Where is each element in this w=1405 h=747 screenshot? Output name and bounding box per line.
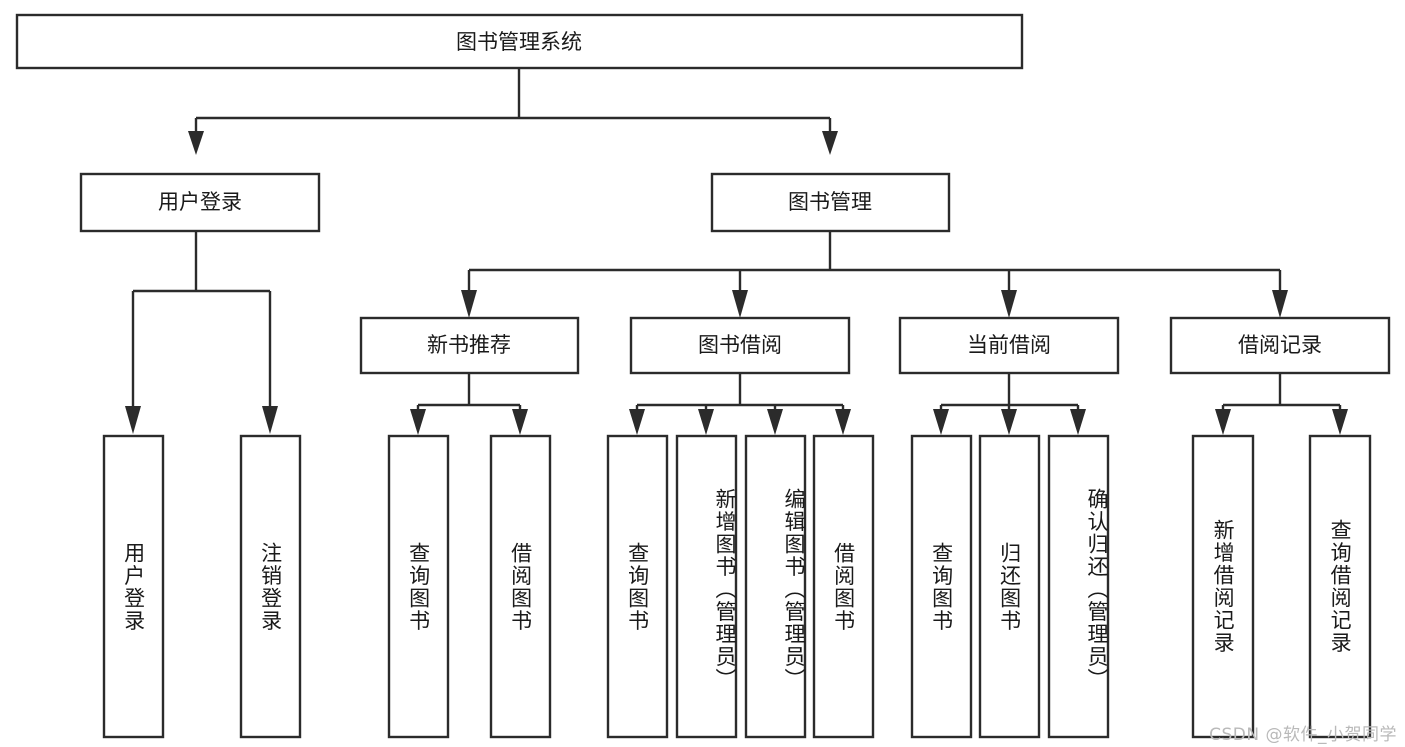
leaf-box-logout[interactable] [239,434,302,739]
node-current-borrow-label: 当前借阅 [967,333,1051,357]
node-new-book-recommend-label: 新书推荐 [427,333,511,357]
leaf-box-query-borrow-record[interactable] [1308,434,1372,739]
connector-group-book-borrow [629,373,851,435]
arrowhead-leaf-user-login [125,406,141,434]
node-root[interactable]: 图书管理系统 [15,13,1024,70]
node-root-label: 图书管理系统 [456,30,582,54]
leaf-boxes-new-book-recommend [387,434,552,739]
arrowhead-user-login [188,131,204,155]
arrowhead-currentborrow-leaf-1 [933,409,949,435]
connector-group-borrow-record [1215,373,1348,435]
arrowhead-currentborrow-leaf-2 [1001,409,1017,435]
arrowhead-bookborrow-leaf-1 [629,409,645,435]
arrowhead-borrowrecord-leaf-1 [1215,409,1231,435]
leaf-box-query-book-cb[interactable] [910,434,973,739]
connector-group-root [188,68,838,155]
arrowhead-currentborrow-leaf-3 [1070,409,1086,435]
leaf-box-borrow-book-nb[interactable] [489,434,552,739]
node-book-management[interactable]: 图书管理 [710,172,951,233]
node-book-borrow-box[interactable] [629,316,851,375]
node-borrow-record-label: 借阅记录 [1238,333,1322,357]
leaf-boxes-borrow-record [1191,434,1372,739]
node-borrow-record[interactable]: 借阅记录 [1169,316,1391,375]
node-current-borrow-box[interactable] [898,316,1120,375]
node-new-book-recommend-box[interactable] [359,316,580,375]
leaf-boxes-book-borrow [606,434,875,739]
arrowhead-new-book [461,290,477,318]
arrowhead-newbook-leaf-2 [512,409,528,435]
node-user-login[interactable]: 用户登录 [79,172,321,233]
arrowhead-book-borrow [732,290,748,318]
leaf-box-user-login[interactable] [102,434,165,739]
connector-group-new-book [410,373,528,435]
csdn-watermark: CSDN @软件_小贺同学 [1209,725,1397,745]
node-book-management-label: 图书管理 [788,190,872,214]
connector-group-current-borrow [933,373,1086,435]
node-book-management-box[interactable] [710,172,951,233]
leaf-box-borrow-book-bb[interactable] [812,434,875,739]
connector-group-user-login [125,231,278,434]
leaf-box-add-book-admin[interactable] [675,434,738,739]
arrowhead-newbook-leaf-1 [410,409,426,435]
arrowhead-borrow-record [1272,290,1288,318]
node-book-borrow-label: 图书借阅 [698,333,782,357]
arrowhead-current-borrow [1001,290,1017,318]
node-user-login-label: 用户登录 [158,190,242,214]
arrowhead-bookborrow-leaf-3 [767,409,783,435]
leaf-box-add-borrow-record[interactable] [1191,434,1255,739]
arrowhead-bookborrow-leaf-2 [698,409,714,435]
leaf-box-query-book-bb[interactable] [606,434,669,739]
arrowhead-leaf-logout [262,406,278,434]
node-borrow-record-box[interactable] [1169,316,1391,375]
node-new-book-recommend[interactable]: 新书推荐 [359,316,580,375]
node-user-login-box[interactable] [79,172,321,233]
leaf-box-return-book[interactable] [978,434,1041,739]
connector-group-book-mgmt [461,231,1288,318]
leaf-box-query-book-nb[interactable] [387,434,450,739]
node-book-borrow[interactable]: 图书借阅 [629,316,851,375]
leaf-box-confirm-return-admin[interactable] [1047,434,1110,739]
node-root-box[interactable] [15,13,1024,70]
leaf-boxes-current-borrow [910,434,1110,739]
arrowhead-book-mgmt [822,131,838,155]
arrowhead-bookborrow-leaf-4 [835,409,851,435]
node-current-borrow[interactable]: 当前借阅 [898,316,1120,375]
leaf-boxes-user-login [102,434,302,739]
leaf-box-edit-book-admin[interactable] [744,434,807,739]
arrowhead-borrowrecord-leaf-2 [1332,409,1348,435]
